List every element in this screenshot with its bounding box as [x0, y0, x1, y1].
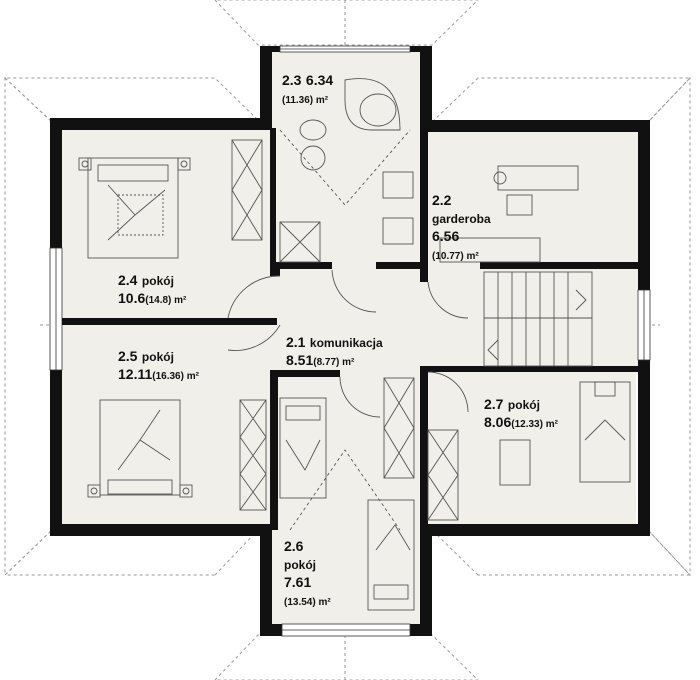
room-name: komunikacja: [309, 336, 383, 350]
room-number: 2.2: [432, 192, 452, 208]
room-number: 2.1: [286, 334, 306, 350]
room-gross-area: (10.77) m²: [432, 250, 479, 262]
room-gross-area: (11.36) m²: [282, 94, 329, 106]
room-label-2-6: 2.6 pokój 7.61 (13.54) m²: [284, 538, 331, 610]
room-name: garderoba: [432, 211, 491, 226]
room-number: 2.7: [484, 396, 504, 412]
room-number: 2.6: [284, 538, 304, 554]
exterior-walls: [50, 46, 650, 636]
room-gross-area: (8.77) m²: [313, 356, 355, 368]
room-number: 2.4: [118, 272, 138, 288]
room-label-2-5: 2.5 pokój 12.11(16.36) m²: [118, 348, 199, 384]
interior-walls: [62, 128, 640, 536]
room-label-2-2: 2.2 garderoba 6.56 (10.77) m²: [432, 192, 491, 264]
room-label-2-1: 2.1 komunikacja 8.51(8.77) m²: [286, 334, 383, 370]
room-area: 8.51: [286, 351, 314, 368]
room-area: 6.34: [305, 72, 334, 88]
room-number: 2.3: [282, 72, 302, 88]
room-name: pokój: [284, 557, 316, 572]
room-gross-area: (12.33) m²: [511, 418, 558, 430]
floor-area: [58, 52, 642, 630]
room-area: 10.6: [118, 289, 146, 306]
room-gross-area: (14.8) m²: [145, 294, 187, 306]
room-label-2-3: 2.3 6.34 (11.36) m²: [282, 72, 333, 108]
room-area: 6.56: [432, 227, 460, 244]
room-area: 8.06: [484, 413, 512, 430]
windows: [49, 45, 651, 637]
room-gross-area: (16.36) m²: [152, 370, 199, 382]
fixtures: [78, 78, 631, 611]
room-name: pokój: [507, 398, 540, 412]
room-label-2-7: 2.7 pokój 8.06(12.33) m²: [484, 396, 558, 432]
room-label-2-4: 2.4 pokój 10.6(14.8) m²: [118, 272, 186, 308]
room-number: 2.5: [118, 348, 138, 364]
room-gross-area: (13.54) m²: [284, 596, 331, 608]
room-name: pokój: [141, 350, 174, 364]
room-area: 12.11: [118, 365, 153, 382]
room-area: 7.61: [284, 573, 312, 590]
room-name: pokój: [141, 274, 174, 288]
